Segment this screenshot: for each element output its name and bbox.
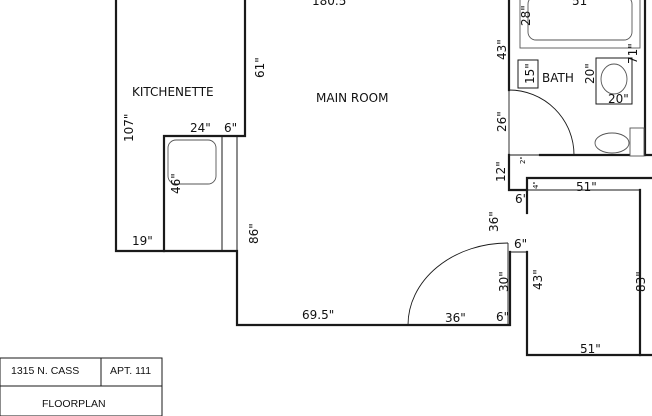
dim-tiny-b: 4"	[532, 181, 540, 189]
dim-closet-top: 51"	[576, 180, 597, 194]
dim-bath-right: 71"	[626, 43, 640, 64]
dim-main-bottom: 69.5"	[302, 308, 334, 322]
sink-bowl	[594, 132, 630, 154]
dim-short-wall: 12"	[494, 161, 508, 182]
main-door-swing	[407, 242, 509, 326]
dim-toilet-width: 20"	[608, 92, 629, 106]
dim-door-side: 26"	[495, 111, 509, 132]
dim-top-partial: 180.5"	[312, 0, 352, 8]
kitchenette-label: KITCHENETTE	[132, 85, 214, 99]
bath-label: BATH	[542, 71, 574, 85]
dim-door-width: 36"	[445, 311, 466, 325]
bath-door-swing	[508, 89, 575, 156]
title-block: 1315 N. CASS APT. 111 FLOORPLAN	[0, 357, 163, 416]
title-sheet: FLOORPLAN	[42, 398, 106, 410]
dim-tiny-a: 2"	[519, 156, 527, 164]
dim-wall-end: 6"	[496, 310, 509, 324]
dim-kitchen-height: 107"	[122, 114, 136, 142]
sink-counter	[629, 127, 645, 157]
dim-closet-jamb: 6"	[514, 237, 527, 251]
kitchen-upper-partition	[162, 0, 247, 253]
dim-counter-length: 46"	[169, 173, 183, 194]
dim-counter-gap: 6"	[224, 121, 237, 135]
dim-closet-wall: 6"	[515, 192, 528, 206]
sink-fixture	[167, 139, 217, 185]
bathtub-basin	[527, 0, 633, 41]
toilet-bowl	[600, 63, 628, 95]
title-unit: APT. 111	[110, 365, 151, 377]
dim-closet-right: 83"	[634, 271, 648, 292]
dim-wall-upper: 61"	[253, 57, 267, 78]
dim-closet-bottom: 51"	[580, 342, 601, 356]
dim-bath-tub: 28"	[519, 5, 533, 26]
main-room-label: MAIN ROOM	[316, 91, 388, 105]
dim-closet-left: 30"	[497, 271, 511, 292]
dim-vanity: 15"	[523, 63, 537, 84]
dim-tub-length: 51"	[572, 0, 593, 8]
dim-counter-depth: 24"	[190, 121, 211, 135]
dim-closet-inner: 43"	[531, 269, 545, 290]
toilet-space	[595, 57, 633, 105]
title-address: 1315 N. CASS	[11, 365, 79, 377]
dim-wall-lower: 86"	[247, 223, 261, 244]
dim-bath-left: 43"	[495, 39, 509, 60]
closet-wall	[525, 250, 652, 357]
dim-closet-door: 36"	[487, 211, 501, 232]
vanity	[517, 59, 539, 89]
dim-toilet-depth: 20"	[583, 63, 597, 84]
dim-kitchen-bottom: 19"	[132, 234, 153, 248]
